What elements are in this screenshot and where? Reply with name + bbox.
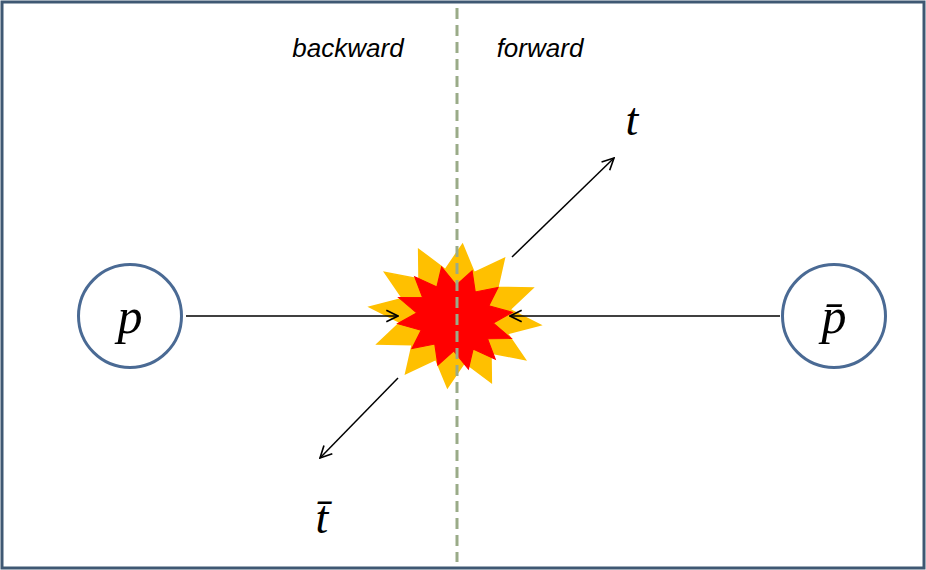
beam-arrow bbox=[510, 315, 780, 317]
antitop-quark-arrow bbox=[320, 378, 398, 458]
particle-symbol: p̄ bbox=[822, 291, 847, 341]
particle-circle: p bbox=[77, 263, 183, 369]
region-label: backward bbox=[292, 34, 403, 63]
particle-label: t bbox=[626, 95, 639, 146]
top-quark-arrow bbox=[512, 158, 614, 257]
explosion-inner bbox=[382, 250, 529, 385]
divider-line bbox=[456, 8, 459, 562]
particle-label: t̄ bbox=[316, 493, 329, 544]
beam-arrow bbox=[186, 315, 398, 317]
particle-circle: p̄ bbox=[781, 263, 887, 369]
region-label: forward bbox=[497, 34, 584, 63]
particle-symbol: p bbox=[118, 291, 143, 341]
